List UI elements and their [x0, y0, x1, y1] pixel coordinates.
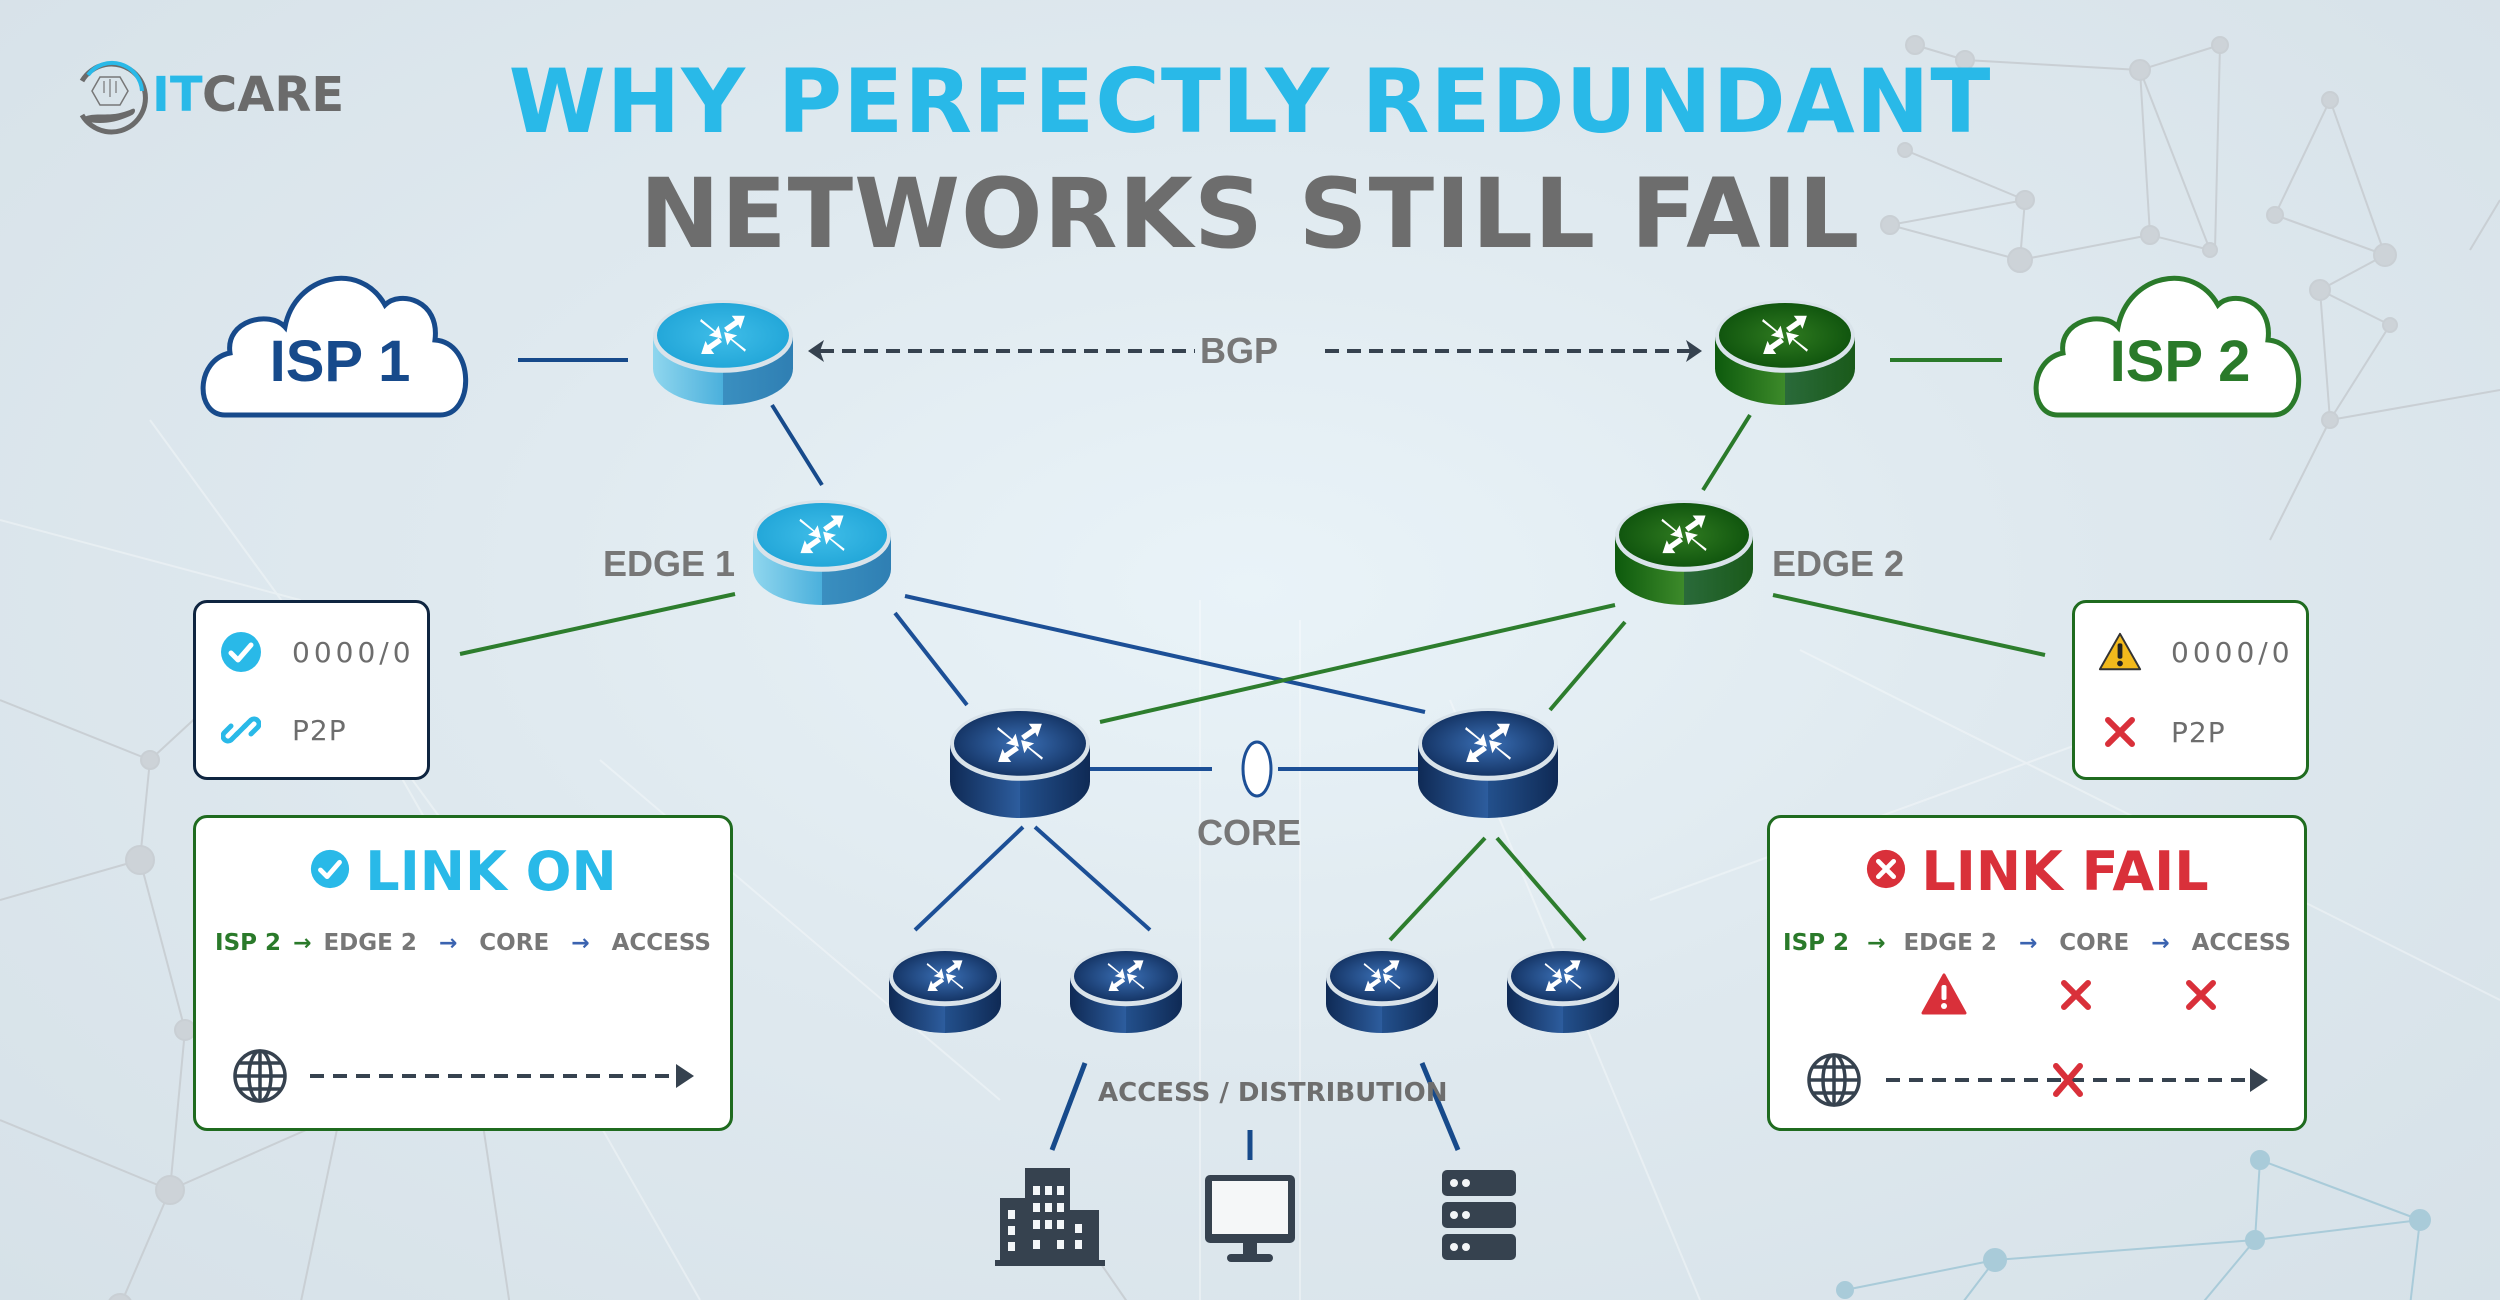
globe-icon: [233, 1049, 287, 1103]
right-interface-card: 0000/0 P2P: [2072, 600, 2309, 780]
link-on-path: ISP 2 → EDGE 2 → CORE → ACCESS: [196, 930, 730, 956]
path-step: EDGE 2: [323, 930, 417, 956]
x-icon: [2186, 980, 2216, 1010]
isp2-label: ISP 2: [2109, 329, 2251, 394]
path-arrow-icon: →: [2151, 930, 2170, 956]
link-core2-acc4: [1495, 836, 1587, 942]
warning-triangle-icon: [2097, 629, 2143, 675]
flow-break-x-icon: [2053, 1063, 2083, 1097]
isp2-border-router-icon: [1715, 300, 1855, 405]
link-core1-acc2: [1033, 825, 1152, 932]
logo-care-text: CARE: [202, 67, 345, 123]
bgp-session-arrow: [808, 340, 1702, 362]
access2-router-icon: [1070, 948, 1182, 1033]
building-icon: [995, 1168, 1105, 1266]
link-on-title: LINK ON: [365, 840, 617, 903]
edge1-router-icon: [753, 500, 891, 605]
path-arrow-icon: →: [293, 930, 312, 956]
x-icon: [2097, 709, 2143, 755]
interface-id: 0000/0: [2171, 635, 2294, 669]
link-edge1-core1: [893, 611, 969, 707]
link-fail-path: ISP 2 → EDGE 2 → CORE → ACCESS: [1770, 930, 2304, 956]
link-type-row: P2P: [2097, 709, 2226, 755]
path-arrow-icon: →: [438, 930, 458, 956]
traffic-flow-broken: [1807, 1053, 2268, 1107]
access1-router-icon: [889, 948, 1001, 1033]
link-on-heading: LINK ON: [196, 840, 730, 903]
core-label: CORE: [1197, 812, 1302, 853]
monitor-icon: [1205, 1175, 1295, 1262]
flow-arrowhead-icon: [676, 1064, 694, 1088]
isp2-cloud-icon: [2033, 275, 2302, 418]
link-core2-acc3: [1388, 836, 1487, 942]
server-icon: [1442, 1170, 1516, 1260]
edge1-label: EDGE 1: [603, 543, 736, 584]
link-edge2-core1: [1099, 603, 1616, 724]
flow-arrowhead-icon: [2250, 1068, 2268, 1092]
link-r2-edge2: [1701, 413, 1752, 492]
link-fail-card: LINK FAIL ISP 2 → EDGE 2 → CORE → ACCESS: [1767, 815, 2307, 1131]
path-arrow-icon: →: [2018, 930, 2038, 956]
link-type-row: P2P: [218, 707, 347, 753]
link-on-card: LINK ON ISP 2 → EDGE 2 → CORE → ACCESS: [193, 815, 733, 1131]
edge2-router-icon: [1615, 500, 1753, 605]
link-acc-building: [1049, 1062, 1088, 1151]
path-step: ACCESS: [611, 930, 711, 956]
title-line-1: WHY PERFECTLY REDUNDANT: [508, 50, 1992, 153]
hand-circuit-logo-icon: [79, 60, 148, 135]
x-circle-icon: [1865, 840, 1907, 903]
link-fail-title: LINK FAIL: [1921, 840, 2209, 903]
link-fail-heading: LINK FAIL: [1770, 840, 2304, 903]
interface-row: 0000/0: [2097, 629, 2294, 675]
logo-it-text: IT: [152, 67, 203, 123]
link-edge2-card: [1772, 593, 2046, 657]
core2-router-icon: [1418, 708, 1558, 818]
isp1-label: ISP 1: [269, 329, 411, 394]
link-type: P2P: [292, 713, 347, 747]
x-icon: [2061, 980, 2091, 1010]
link-core1-acc1: [913, 825, 1025, 932]
interface-id: 0000/0: [292, 635, 415, 669]
isp1-border-router-icon: [653, 300, 793, 405]
isp1-cloud-icon: [200, 275, 469, 418]
path-step: CORE: [2059, 930, 2130, 956]
link-acc-server: [1419, 1062, 1461, 1151]
path-step: ISP 2: [1783, 930, 1850, 956]
traffic-flow: [233, 1049, 694, 1103]
edge2-label: EDGE 2: [1772, 543, 1905, 584]
interface-row: 0000/0: [218, 629, 415, 675]
itcare-logo: IT CARE: [70, 55, 350, 145]
background-mesh-blue: [1836, 1150, 2431, 1306]
path-arrow-icon: →: [1867, 930, 1886, 956]
left-interface-card: 0000/0 P2P: [193, 600, 430, 780]
core1-router-icon: [950, 708, 1090, 818]
bgp-label: BGP: [1200, 330, 1279, 371]
port-channel-icon: [1241, 740, 1273, 798]
link-edge2-core2: [1548, 620, 1627, 712]
path-arrow-icon: →: [571, 930, 590, 956]
check-circle-icon: [218, 629, 264, 675]
access3-router-icon: [1326, 948, 1438, 1033]
globe-icon: [1807, 1053, 1861, 1107]
path-step: ACCESS: [2191, 930, 2291, 956]
link-type: P2P: [2171, 715, 2226, 749]
path-step: ISP 2: [215, 930, 282, 956]
title-line-2: NETWORKS STILL FAIL: [639, 158, 1861, 270]
check-circle-icon: [309, 840, 351, 903]
access-distribution-label: ACCESS / DISTRIBUTION: [1098, 1078, 1448, 1108]
chain-link-icon: [218, 707, 264, 753]
path-step: CORE: [479, 930, 550, 956]
bottom-border: [0, 1300, 2500, 1306]
access4-router-icon: [1507, 948, 1619, 1033]
path-step: EDGE 2: [1903, 930, 1997, 956]
warning-triangle-icon: [1921, 973, 1967, 1015]
link-edge1-card: [459, 592, 736, 656]
link-edge1-core2: [904, 594, 1426, 714]
link-r1-edge1: [770, 403, 824, 487]
